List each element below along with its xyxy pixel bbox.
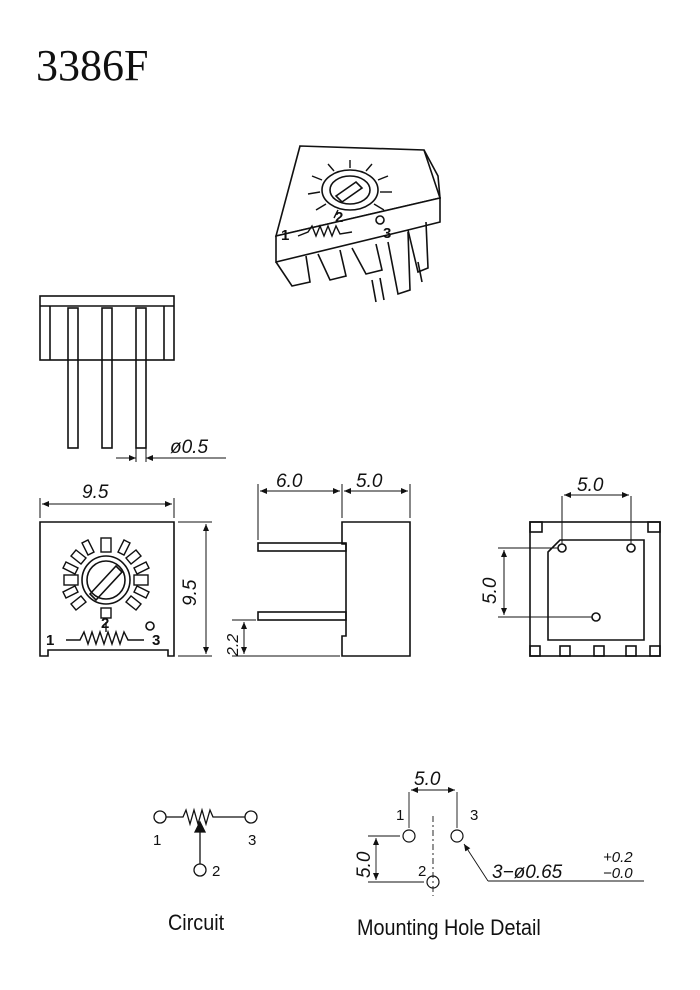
top-pin2-label: 2: [101, 615, 109, 632]
hole-pin3-label: 3: [470, 807, 478, 824]
hole-tol-minus-label: −0.0: [603, 865, 633, 882]
mounting-caption: Mounting Hole Detail: [357, 915, 541, 940]
pin-diameter-label: ø0.5: [170, 437, 208, 458]
side-pin-length-label: 6.0: [276, 471, 303, 492]
circuit-pin3-label: 3: [248, 832, 256, 849]
top-height-label: 9.5: [180, 579, 201, 606]
iso-pin1-label: 1: [281, 227, 289, 244]
circuit-caption: Circuit: [168, 910, 225, 935]
hole-tol-plus-label: +0.2: [603, 849, 633, 866]
iso-pin3-label: 3: [383, 225, 391, 242]
top-view: [39, 498, 212, 657]
bottom-view: [498, 492, 661, 657]
hole-pin2-label: 2: [418, 863, 426, 880]
top-pin3-label: 3: [152, 632, 160, 649]
circuit-pin2-label: 2: [212, 863, 220, 880]
top-pin1-label: 1: [46, 632, 54, 649]
pin-view: [39, 295, 226, 462]
circuit-pin1-label: 1: [153, 832, 161, 849]
isometric-view: [274, 145, 442, 303]
hole-pin1-label: 1: [396, 807, 404, 824]
side-body-depth-label: 5.0: [356, 471, 383, 492]
bottom-width-label: 5.0: [577, 475, 604, 496]
hole-callout-label: 3−ø0.65: [492, 862, 563, 883]
side-view: [232, 484, 411, 657]
mounting-hole-diagram: [368, 787, 644, 896]
iso-pin2-label: 2: [335, 209, 343, 226]
top-width-label: 9.5: [82, 482, 109, 503]
hole-spacing-h-label: 5.0: [414, 769, 441, 790]
circuit-diagram: [153, 807, 258, 877]
part-number-title: 3386F: [36, 41, 149, 90]
bottom-height-label: 5.0: [480, 577, 501, 604]
hole-spacing-v-label: 5.0: [354, 851, 375, 878]
side-pin-offset-label: 2.2: [225, 634, 242, 657]
